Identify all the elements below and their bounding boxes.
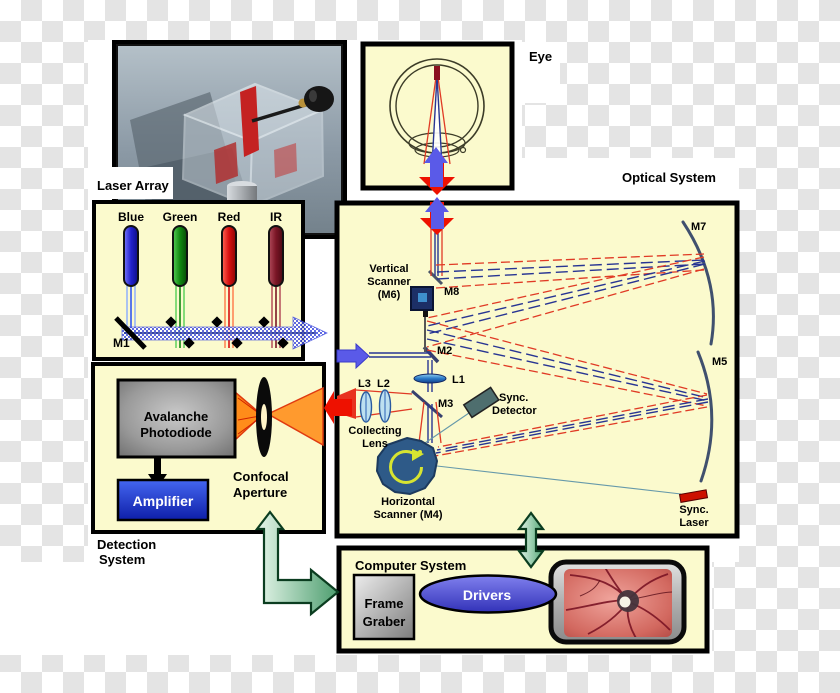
mirror-m2 xyxy=(422,345,440,364)
computer-system-box: Computer System Frame Graber xyxy=(336,545,710,654)
photo-red-plate xyxy=(240,86,259,157)
laser-label-blue: Blue xyxy=(118,210,144,224)
l1-label: L1 xyxy=(452,374,465,386)
m8-label: M8 xyxy=(444,286,459,298)
drivers xyxy=(418,574,558,614)
m5-label: M5 xyxy=(712,356,727,368)
eye-optical-arrows xyxy=(419,147,455,235)
laser-label-green: Green xyxy=(163,210,198,224)
laser-array-box: Blue Green Red IR M1 xyxy=(92,200,328,361)
detection-system-title-2: System xyxy=(99,552,145,567)
optical-system-box: Vertical Scanner (M6) M8 M7 M5 M2 L1 L3 … xyxy=(334,200,740,539)
sync-laser-label-2: Laser xyxy=(679,517,709,529)
frame-grabber-label-1: Frame xyxy=(364,596,403,611)
avalanche-photodiode xyxy=(116,378,237,459)
laser-label-red: Red xyxy=(218,210,241,224)
scan-rotation-icon xyxy=(389,450,423,484)
m3-label: M3 xyxy=(438,398,453,410)
eye-cone-left xyxy=(423,69,438,165)
beam-m7-m6 xyxy=(426,256,706,348)
retina-image xyxy=(564,569,672,637)
mirror-m5 xyxy=(696,350,714,483)
laser-label-ir: IR xyxy=(270,210,282,224)
laser-array-label: Laser Array xyxy=(88,167,173,199)
computer-system-title: Computer System xyxy=(355,558,466,573)
light-cone-right xyxy=(266,386,324,447)
frame-grabber xyxy=(352,573,416,641)
optical-computer-arrow xyxy=(516,511,546,569)
beam-sync-detector xyxy=(424,412,470,444)
confocal-label-1: Confocal xyxy=(233,469,289,484)
optical-system-title: Optical System xyxy=(622,170,716,185)
laser-diode-blue xyxy=(123,225,139,287)
beam-m6-m5 xyxy=(426,320,709,407)
vertical-scanner-label-2: Scanner xyxy=(367,276,411,288)
collecting-lens-label-2: Lens xyxy=(362,438,388,450)
laser-diode-green xyxy=(172,225,188,287)
eye-title: Eye xyxy=(529,49,552,64)
sync-laser-label-1: Sync. xyxy=(679,504,708,516)
confocal-label-2: Aperture xyxy=(233,485,287,500)
m7-label: M7 xyxy=(691,221,706,233)
l3-label: L3 xyxy=(358,378,371,390)
drivers-label: Drivers xyxy=(463,587,511,603)
photo-knob xyxy=(304,86,334,112)
laser-diode-red xyxy=(221,225,237,287)
sync-detector-label-1: Sync. xyxy=(499,392,528,404)
apd-label-1: Avalanche xyxy=(144,409,209,424)
frame-grabber-label-2: Graber xyxy=(363,614,406,629)
combined-beam-arrow xyxy=(121,316,328,350)
laser-diodes xyxy=(123,225,284,287)
sync-detector-label-2: Detector xyxy=(492,405,537,417)
amplifier-label: Amplifier xyxy=(133,493,194,509)
m2-label: M2 xyxy=(437,345,452,357)
eye-cone-right xyxy=(436,69,451,165)
laser-input-arrow xyxy=(336,342,370,370)
detection-system-box: Avalanche Photodiode Amplifier Confocal … xyxy=(91,362,326,534)
l2-label: L2 xyxy=(377,378,390,390)
beam-laser-path xyxy=(369,352,442,444)
mirror-m7 xyxy=(681,220,715,346)
vertical-scanner xyxy=(410,286,434,352)
retina-monitor xyxy=(548,559,687,645)
arrow-blue-up-2 xyxy=(425,197,449,229)
laser-array-title: Laser Array xyxy=(97,178,170,193)
beam-m5-m4 xyxy=(434,394,709,457)
lens-l1 xyxy=(413,373,447,384)
detection-input-arrow xyxy=(324,391,352,424)
beam-sync-laser xyxy=(436,465,682,495)
amplifier xyxy=(116,478,210,522)
canvas-white-eye-label xyxy=(512,42,560,103)
horizontal-scanner-label-1: Horizontal xyxy=(381,496,435,508)
m1-label: M1 xyxy=(113,336,130,350)
detection-computer-arrow xyxy=(254,510,340,617)
retina-spot xyxy=(434,66,440,80)
laser-diode-ir xyxy=(268,225,284,287)
vertical-scanner-label-3: (M6) xyxy=(378,289,401,301)
dichroic-diamonds xyxy=(165,316,289,349)
horizontal-scanner xyxy=(375,436,439,496)
sync-detector xyxy=(462,386,500,419)
mirror-m1 xyxy=(114,316,147,350)
horizontal-scanner-label-2: Scanner (M4) xyxy=(373,509,442,521)
arrow-blue-up-1 xyxy=(424,147,448,187)
collecting-lens-label-1: Collecting xyxy=(348,425,401,437)
apd-label-2: Photodiode xyxy=(140,425,212,440)
sync-laser xyxy=(678,489,709,503)
detection-system-title-1: Detection xyxy=(97,537,156,552)
vertical-scanner-label-1: Vertical xyxy=(369,263,408,275)
